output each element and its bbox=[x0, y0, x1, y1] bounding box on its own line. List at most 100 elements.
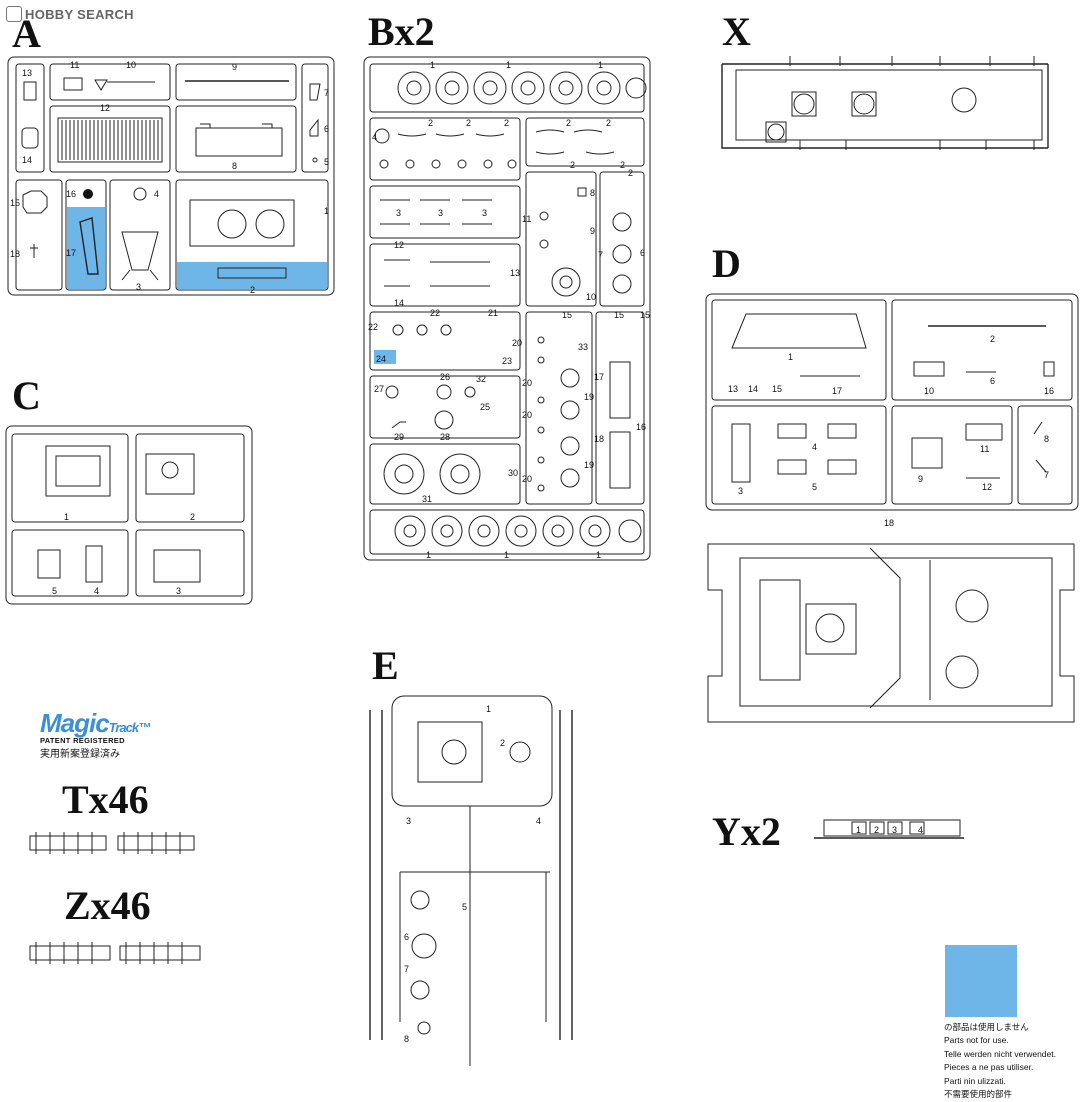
part-number: 4 bbox=[154, 189, 159, 199]
sprue-label-d: D bbox=[712, 241, 741, 286]
sprue-a-cell bbox=[15, 179, 63, 291]
part-number: 27 bbox=[374, 384, 384, 394]
part-number: 18 bbox=[10, 249, 20, 259]
part-number: 16 bbox=[1044, 386, 1054, 396]
sprue-e: 1 2 3 4 5 6 7 8 bbox=[369, 695, 573, 1066]
sprue-b-cell bbox=[369, 117, 521, 181]
note-line: Parts not for use. bbox=[944, 1035, 1009, 1046]
part-number: 12 bbox=[100, 103, 110, 113]
part-b27 bbox=[385, 385, 399, 399]
sprue-label-c: C bbox=[12, 373, 41, 418]
part-number: 8 bbox=[1044, 434, 1049, 444]
part-number: 1 bbox=[856, 825, 861, 835]
sprue-e-rails bbox=[369, 710, 573, 1040]
part-number: 4 bbox=[372, 132, 377, 142]
sprue-a: 13 11 10 9 7 12 14 6 8 5 15 16 4 1 18 17… bbox=[7, 56, 335, 296]
sprue-c-frame bbox=[5, 425, 253, 605]
unused-parts-notes: の部品は使用しません Parts not for use. Telle werd… bbox=[944, 1021, 1056, 1101]
part-number: 11 bbox=[70, 60, 79, 70]
unused-parts-color-swatch bbox=[945, 945, 1017, 1017]
sprue-a-cell bbox=[109, 179, 171, 291]
part-number: 15 bbox=[562, 310, 572, 320]
part-number: 2 bbox=[566, 118, 571, 128]
part-number: 26 bbox=[440, 372, 450, 382]
part-number: 3 bbox=[482, 208, 487, 218]
part-number: 1 bbox=[598, 60, 603, 70]
part-number: 4 bbox=[94, 586, 99, 596]
part-number: 4 bbox=[536, 816, 541, 826]
part-x-details bbox=[765, 56, 1035, 150]
return-rollers bbox=[374, 128, 517, 169]
sprue-label-t: Tx46 bbox=[62, 777, 149, 822]
part-number: 1 bbox=[430, 60, 435, 70]
part-number: 16 bbox=[66, 189, 76, 199]
part-number: 24 bbox=[376, 354, 386, 364]
part-y1 bbox=[851, 821, 867, 835]
part-number: 1 bbox=[64, 512, 69, 522]
part-a11 bbox=[63, 77, 83, 91]
part-e1-detail bbox=[441, 739, 467, 765]
part-d4-5 bbox=[777, 423, 857, 475]
note-line: の部品は使用しません bbox=[944, 1022, 1029, 1032]
part-number: 2 bbox=[428, 118, 433, 128]
part-a6 bbox=[309, 118, 319, 137]
sprue-a-cell bbox=[49, 63, 171, 101]
sprue-label-z: Zx46 bbox=[64, 883, 151, 928]
part-number: 3 bbox=[176, 586, 181, 596]
part-number: 6 bbox=[990, 376, 995, 386]
part-a5 bbox=[312, 157, 318, 163]
part-number: 1 bbox=[324, 206, 329, 216]
part-number: 3 bbox=[892, 825, 897, 835]
part-a7 bbox=[309, 83, 321, 101]
sprue-label-a: A bbox=[12, 11, 41, 56]
part-number: 4 bbox=[918, 825, 923, 835]
part-number: 3 bbox=[396, 208, 401, 218]
part-e2 bbox=[509, 741, 531, 763]
sprue-b-cell bbox=[525, 117, 645, 167]
part-number: 6 bbox=[640, 248, 645, 258]
part-number: 20 bbox=[522, 474, 532, 484]
sprue-a-frame bbox=[7, 56, 335, 296]
part-number: 16 bbox=[636, 422, 646, 432]
sprue-b: 1 1 1 4 2 2 2 2 2 2 2 3 3 3 8 11 9 2 6 7… bbox=[363, 56, 651, 561]
sprue-b-cell bbox=[369, 63, 645, 113]
part-number: 1 bbox=[504, 550, 509, 560]
part-number: 2 bbox=[500, 738, 505, 748]
part-d10 bbox=[913, 361, 945, 377]
sprue-b-cell bbox=[369, 311, 521, 371]
part-number: 15 bbox=[10, 198, 20, 208]
part-a15 bbox=[22, 190, 48, 214]
part-number: 1 bbox=[596, 550, 601, 560]
part-number: 29 bbox=[394, 432, 404, 442]
sprue-c: 1 2 5 4 3 bbox=[5, 425, 253, 605]
part-b26 bbox=[436, 384, 452, 400]
sprue-b-cell bbox=[369, 509, 645, 555]
part-b28 bbox=[434, 410, 454, 430]
note-line: Parti nin ulizzati. bbox=[944, 1075, 1006, 1086]
part-number: 8 bbox=[404, 1034, 409, 1044]
sprue-y-frame bbox=[823, 819, 961, 837]
part-number: 13 bbox=[22, 68, 32, 78]
part-number: 2 bbox=[570, 160, 575, 170]
part-x-hull-floor bbox=[735, 69, 1043, 141]
part-number: 33 bbox=[578, 342, 588, 352]
road-wheel-row-top bbox=[397, 71, 647, 105]
part-number: 4 bbox=[812, 442, 817, 452]
note-line: Telle werden nicht verwendet. bbox=[944, 1048, 1056, 1059]
part-number: 3 bbox=[738, 486, 743, 496]
part-number: 8 bbox=[590, 188, 595, 198]
part-d16 bbox=[1043, 361, 1055, 377]
part-number: 10 bbox=[924, 386, 934, 396]
part-number: 17 bbox=[66, 248, 76, 258]
part-b32 bbox=[464, 386, 476, 398]
part-number: 14 bbox=[394, 298, 404, 308]
part-b31-sprockets bbox=[383, 453, 481, 495]
part-a2 bbox=[217, 267, 287, 279]
part-a8 bbox=[195, 123, 283, 157]
part-number: 14 bbox=[748, 384, 758, 394]
part-number: 12 bbox=[394, 240, 404, 250]
part-number: 15 bbox=[640, 310, 650, 320]
part-number: 2 bbox=[190, 512, 195, 522]
part-b22 bbox=[392, 324, 452, 336]
